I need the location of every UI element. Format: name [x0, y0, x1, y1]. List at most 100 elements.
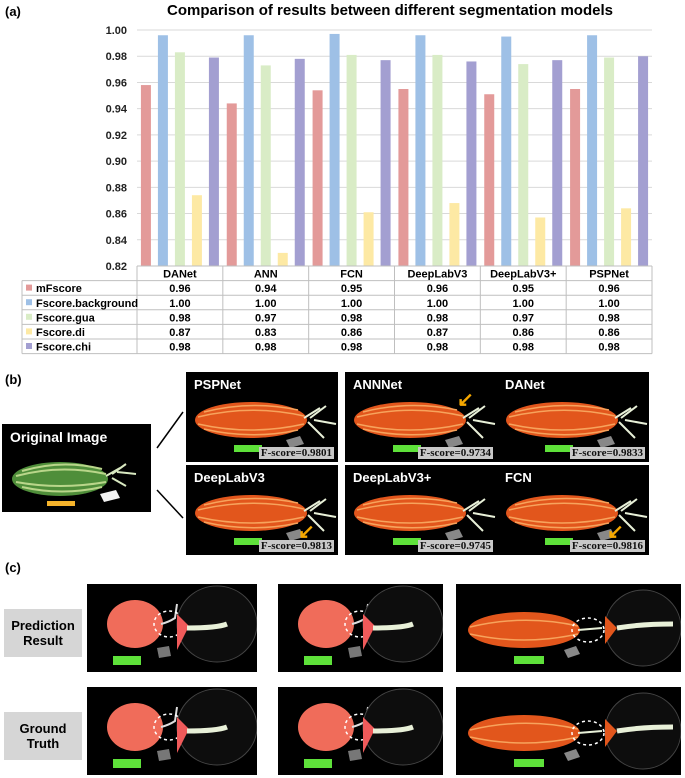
panel-label-a: (a): [5, 4, 21, 19]
data-label: 0.96: [427, 283, 448, 295]
data-label: 0.86: [341, 327, 362, 339]
segmentation-panel-deeplabv3: DeepLabV3 F-score=0.9813↙: [186, 465, 338, 555]
bar-fscore-di: [535, 217, 546, 266]
bar-fscore-background: [501, 36, 512, 266]
x-category-label: ANN: [254, 269, 278, 281]
y-tick-label: 0.92: [106, 130, 127, 142]
green-fruit-photo: [12, 462, 137, 506]
scale-bar: [113, 656, 141, 665]
bar-fscore-gua: [346, 54, 357, 267]
data-label: 0.98: [255, 342, 276, 354]
x-category-label: DeepLabV3+: [490, 269, 556, 281]
legend-label: Fscore.background: [36, 298, 138, 310]
bar-fscore-background: [243, 35, 254, 266]
data-label: 0.83: [255, 327, 276, 339]
bar-mfscore: [484, 94, 495, 266]
bar-fscore-gua: [432, 54, 443, 267]
data-label: 1.00: [598, 298, 619, 310]
data-label: 0.98: [169, 312, 190, 324]
data-label: 0.97: [255, 312, 276, 324]
x-category-label: DANet: [163, 269, 197, 281]
bar-fscore-background: [415, 35, 426, 266]
scale-bar: [514, 759, 544, 767]
data-label: 0.98: [598, 342, 619, 354]
y-tick-label: 0.88: [106, 182, 127, 194]
prediction-image-2: [278, 584, 443, 672]
data-label: 0.94: [255, 283, 277, 295]
fscore-label: F-score=0.9801: [258, 447, 334, 459]
x-category-label: PSPNet: [589, 269, 629, 281]
scale-bar: [234, 538, 262, 545]
bar-fscore-background: [329, 33, 340, 266]
data-label: 0.98: [341, 342, 362, 354]
data-label: 0.87: [169, 327, 190, 339]
data-label: 1.00: [427, 298, 448, 310]
segmentation-panel-danet: DANet F-score=0.9833: [497, 372, 649, 462]
y-tick-label: 0.96: [106, 77, 127, 89]
prediction-image-3: [456, 584, 681, 672]
data-label: 0.98: [427, 312, 448, 324]
x-category-label: FCN: [340, 269, 363, 281]
data-label: 0.86: [513, 327, 534, 339]
model-name: DeepLabV3+: [353, 470, 432, 485]
fruit-segmentation: [298, 688, 443, 766]
scale-bar: [545, 445, 573, 452]
fscore-label: F-score=0.9816: [569, 540, 645, 552]
bar-fscore-background: [587, 35, 598, 266]
y-tick-label: 0.86: [106, 209, 127, 221]
model-name: PSPNet: [194, 377, 241, 392]
bar-fscore-gua: [604, 57, 615, 267]
bar-fscore-chi: [638, 56, 649, 266]
bar-fscore-di: [621, 208, 632, 266]
row-label-ground-truth: Ground Truth: [4, 712, 82, 760]
ground-truth-image-3: [456, 687, 681, 775]
data-label: 0.96: [169, 283, 190, 295]
scale-bar: [514, 656, 544, 664]
bar-mfscore: [570, 89, 581, 266]
fruit-segmentation: [107, 585, 257, 663]
y-tick-label: 0.94: [106, 104, 128, 116]
data-label: 0.95: [513, 283, 534, 295]
data-label: 0.98: [598, 312, 619, 324]
model-name: ANNNet: [353, 377, 403, 392]
x-category-label: DeepLabV3: [407, 269, 467, 281]
original-image-title: Original Image: [10, 429, 108, 445]
segmentation-panel-pspnet: PSPNet F-score=0.9801: [186, 372, 338, 462]
data-label: 1.00: [255, 298, 276, 310]
original-image: Original Image: [2, 424, 151, 512]
segmented-fruit-image: [354, 402, 496, 448]
row-label-prediction-line2: Result: [23, 633, 63, 648]
data-label: 1.00: [169, 298, 190, 310]
legend-swatch: [26, 299, 32, 306]
segmented-fruit-image: [195, 402, 337, 448]
error-arrow-icon: ↙: [298, 521, 315, 543]
bar-fscore-di: [449, 203, 460, 266]
scale-bar: [393, 538, 421, 545]
y-tick-label: 0.90: [106, 156, 127, 168]
data-label: 0.95: [341, 283, 362, 295]
data-label: 0.98: [341, 312, 362, 324]
y-tick-label: 0.84: [106, 235, 128, 247]
y-tick-label: 0.82: [106, 261, 127, 273]
data-label: 1.00: [341, 298, 362, 310]
bar-mfscore: [226, 103, 237, 266]
segmented-fruit-image: [506, 495, 648, 541]
legend-label: Fscore.gua: [36, 312, 96, 324]
bar-fscore-di: [191, 195, 202, 266]
fruit-segmentation: [298, 585, 443, 663]
bar-mfscore: [140, 85, 151, 266]
data-label: 0.98: [513, 342, 534, 354]
bar-fscore-di: [363, 212, 374, 266]
ground-truth-image-1: [87, 687, 257, 775]
bar-fscore-chi: [552, 60, 563, 267]
bar-fscore-gua: [260, 65, 271, 267]
bar-fscore-chi: [466, 61, 477, 266]
bar-mfscore: [312, 90, 323, 266]
error-arrow-icon: ↙: [607, 521, 624, 543]
scale-bar: [304, 759, 332, 768]
fscore-label: F-score=0.9833: [569, 447, 645, 459]
data-label: 1.00: [513, 298, 534, 310]
segmented-fruit-image: [354, 495, 496, 541]
ground-truth-image-2: [278, 687, 443, 775]
legend-swatch: [26, 284, 32, 291]
